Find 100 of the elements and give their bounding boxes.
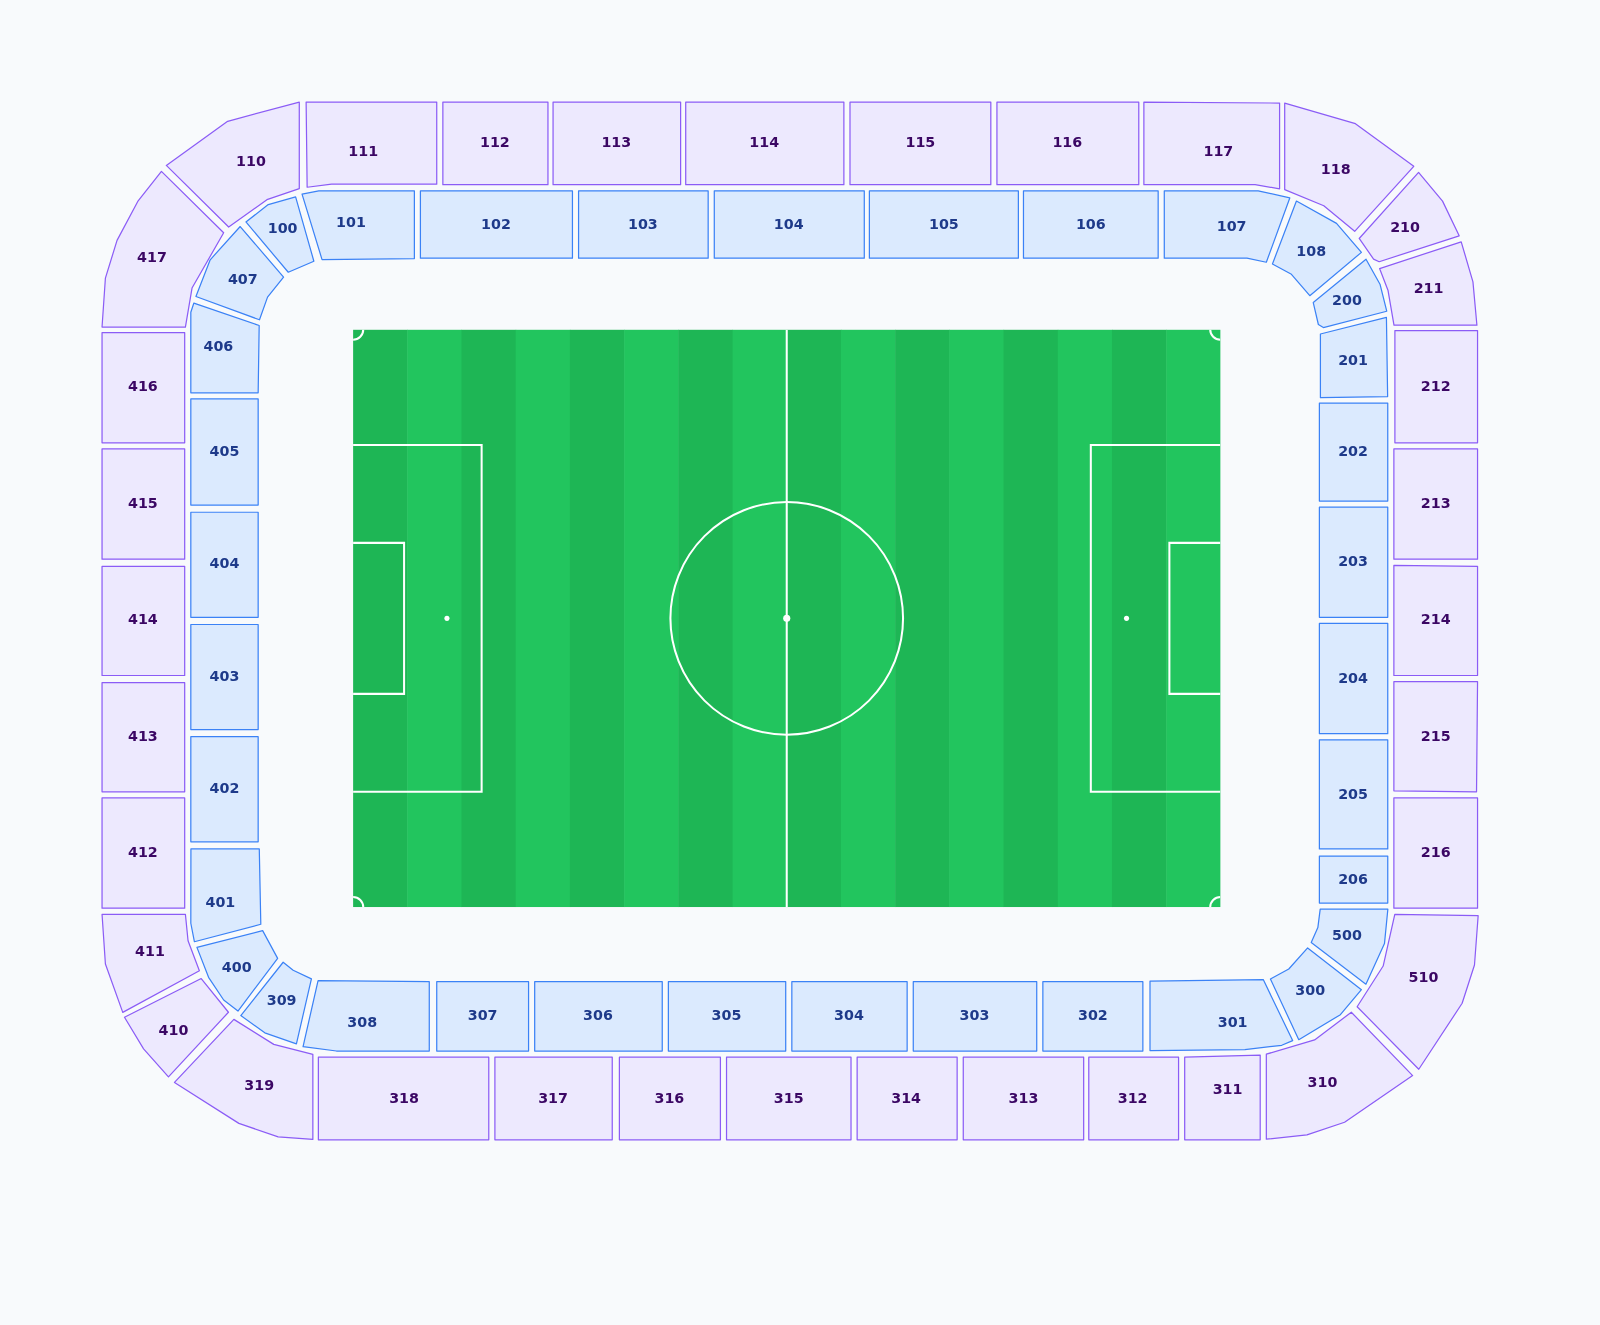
section-number: 403 [209,668,240,683]
section-number: 300 [1295,982,1326,997]
seating-section [533,980,664,1053]
section-number: 304 [834,1008,864,1023]
seating-section [962,1056,1085,1141]
seating-section [1318,316,1389,399]
section-number: 204 [1338,670,1368,685]
seating-section [868,189,1020,260]
section-number: 417 [137,250,167,265]
section-number: 510 [1408,969,1439,984]
section-number: 310 [1307,1074,1338,1089]
seating-section [856,1056,959,1141]
section-number: 316 [654,1090,685,1106]
seating-section [441,101,549,186]
section-number: 315 [773,1090,804,1106]
seating-section [100,913,200,1014]
seating-section [435,980,530,1053]
section-number: 110 [236,154,266,169]
section-number: 301 [1217,1014,1248,1029]
seating-section [189,735,260,843]
section-number: 410 [158,1022,189,1037]
section-number: 415 [127,495,158,511]
section-number: 405 [209,443,240,459]
section-number: 105 [928,216,959,231]
seating-section [725,1056,853,1141]
seating-section [1087,1056,1180,1141]
section-number: 319 [244,1077,275,1092]
section-number: 312 [1117,1090,1148,1106]
seating-section [101,681,186,793]
seating-section [667,980,787,1053]
section-number: 412 [127,844,158,860]
section-number: 117 [1203,143,1234,159]
seating-section [1142,101,1281,190]
section-number: 104 [773,216,804,231]
seating-section [189,302,261,394]
seating-section [1393,329,1479,444]
section-number: 216 [1420,844,1451,860]
seating-section [790,980,909,1053]
section-number: 202 [1338,443,1368,459]
seating-section [317,1056,490,1141]
section-number: 308 [347,1014,378,1029]
section-number: 305 [711,1008,742,1023]
seating-section [101,447,186,561]
seating-section [1022,189,1160,260]
section-number: 203 [1338,554,1368,569]
seating-section [1392,564,1479,677]
section-number: 106 [1075,216,1106,231]
section-number: 414 [127,612,158,627]
seating-section [1378,240,1479,326]
section-number: 213 [1420,495,1451,511]
section-number: 404 [209,556,240,571]
section-number: 306 [583,1008,613,1023]
seating-section [1265,1011,1414,1141]
section-number: 114 [749,134,780,149]
seating-section [618,1056,722,1141]
seating-section [302,979,431,1053]
seating-section [123,977,230,1079]
seating-section [1318,506,1389,619]
section-number: 112 [480,134,510,149]
seating-section [1312,257,1388,329]
section-number: 201 [1338,353,1368,368]
section-number: 214 [1420,612,1451,627]
seating-section [100,170,225,328]
seating-section [493,1056,614,1141]
section-number: 206 [1338,871,1368,886]
seating-section [1392,796,1479,910]
section-number: 118 [1320,162,1351,177]
seating-section [912,980,1038,1053]
seating-section [1183,1054,1262,1141]
section-number: 318 [389,1090,419,1106]
section-number: 413 [127,728,158,743]
section-number: 200 [1332,292,1362,308]
seating-section [101,331,186,444]
section-number: 107 [1216,218,1247,233]
section-number: 317 [538,1090,568,1106]
section-number: 205 [1338,786,1368,801]
seating-section [1163,189,1291,264]
section-number: 500 [1332,927,1362,942]
section-number: 407 [227,271,258,286]
section-number: 215 [1420,728,1451,743]
section-number: 210 [1390,219,1420,234]
seating-section [305,101,438,189]
section-number: 116 [1052,134,1083,149]
seating-section [684,101,845,186]
seating-section [713,189,866,260]
section-number: 402 [209,780,240,795]
seating-section [1392,680,1479,793]
seating-section [189,397,260,507]
seating-section [189,847,262,943]
seating-section [419,189,574,260]
section-number: 302 [1077,1008,1108,1023]
seating-section [577,189,710,260]
section-number: 314 [891,1090,922,1106]
section-number: 400 [221,960,252,975]
section-number: 102 [481,216,511,231]
section-number: 311 [1212,1081,1243,1096]
section-number: 111 [348,143,379,159]
section-number: 411 [135,943,165,959]
seating-section [1041,980,1144,1053]
seating-section [1392,447,1479,561]
